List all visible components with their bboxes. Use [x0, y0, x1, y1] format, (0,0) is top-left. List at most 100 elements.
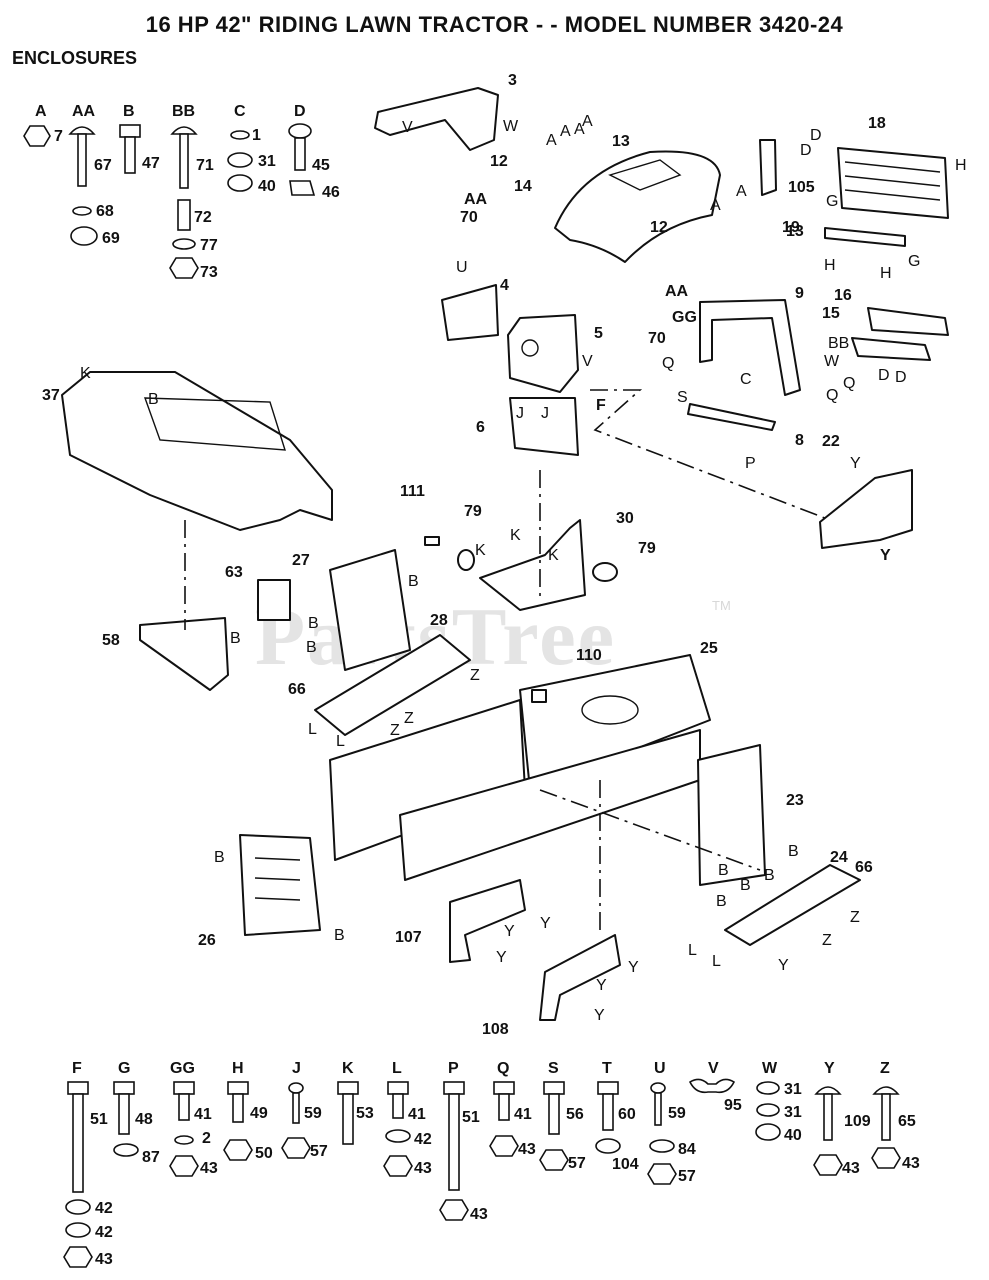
part-callouts: 3 4 5 6 8 9 12 12 13 13 14 15 16 18 19 2…	[42, 72, 886, 1038]
part-58-bracket	[139, 617, 229, 691]
callout-25: 25	[700, 640, 718, 657]
letter-label: K	[80, 365, 91, 382]
letter-label: Y	[496, 949, 507, 966]
letter-label: B	[334, 927, 345, 944]
letter-label: B	[148, 391, 159, 408]
letter-label: A	[710, 197, 721, 214]
hw-part-57: 57	[568, 1155, 586, 1172]
screw-head-icon	[650, 1082, 666, 1094]
hex-bolt-head-icon	[113, 1081, 135, 1095]
bolt-shank-icon	[124, 136, 136, 174]
callout-22: 22	[822, 433, 840, 450]
letter-label: B	[716, 893, 727, 910]
washer-icon	[595, 1138, 621, 1154]
callout-105: 105	[788, 179, 815, 196]
letter-label: GG	[672, 309, 697, 326]
guide-line	[590, 389, 831, 521]
hw-part-87: 87	[142, 1149, 160, 1166]
hw-part-51: 51	[462, 1109, 480, 1126]
letter-label: Z	[850, 909, 860, 926]
letter-label: D	[810, 127, 822, 144]
hw-key-T: T	[602, 1060, 612, 1077]
washer-icon	[385, 1129, 411, 1143]
washer-icon	[227, 152, 253, 168]
callout-111: 111	[400, 483, 425, 500]
part-15-bracket	[851, 337, 931, 361]
hex-bolt-head-icon	[543, 1081, 565, 1095]
grille-slats	[844, 161, 941, 201]
hw-part-43: 43	[95, 1251, 113, 1268]
hw-part-73: 73	[200, 264, 218, 281]
bolt-shank-icon	[72, 1093, 84, 1193]
letter-label: D	[800, 142, 812, 159]
callout-19: 19	[782, 219, 800, 236]
hw-key-F: F	[72, 1060, 82, 1077]
hw-part-7: 7	[54, 128, 63, 145]
part-25-frame-top	[519, 654, 711, 791]
bolt-shank-icon	[178, 1093, 190, 1121]
hw-part-95: 95	[724, 1097, 742, 1114]
callout-12: 12	[650, 219, 668, 236]
letter-label: H	[880, 265, 892, 282]
letter-label: H	[955, 157, 967, 174]
callout-12: 12	[490, 153, 508, 170]
hex-nut-icon	[647, 1163, 677, 1185]
hardware-letter-labels: V W A A A A A A AA AA U V F GG Q Q C Q S…	[80, 113, 967, 1024]
hex-nut-icon	[813, 1154, 843, 1176]
callout-28: 28	[430, 612, 448, 629]
callout-66: 66	[288, 681, 306, 698]
hex-nut-icon	[23, 125, 51, 147]
bolt-shank-icon	[342, 1093, 354, 1145]
letter-label: Z	[404, 710, 414, 727]
bolt-shank-icon	[548, 1093, 560, 1135]
letter-label: B	[408, 573, 419, 590]
diagram-title: 16 HP 42" RIDING LAWN TRACTOR - - MODEL …	[145, 12, 844, 37]
hw-part-1: 1	[252, 127, 261, 144]
hex-nut-icon	[63, 1246, 93, 1268]
hw-key-GG: GG	[170, 1060, 195, 1077]
bolt-shank-icon	[881, 1093, 891, 1141]
hw-part-65: 65	[898, 1113, 916, 1130]
hex-nut-icon	[383, 1155, 413, 1177]
letter-label: L	[308, 721, 317, 738]
hw-part-69: 69	[102, 230, 120, 247]
hw-key-B: B	[123, 103, 135, 120]
section-heading: ENCLOSURES	[12, 48, 138, 68]
callout-3: 3	[508, 72, 517, 89]
hw-part-51: 51	[90, 1111, 108, 1128]
bolt-shank-icon	[118, 1093, 130, 1135]
hw-part-41: 41	[194, 1106, 212, 1123]
hw-part-53: 53	[356, 1105, 374, 1122]
hex-nut-icon	[169, 1155, 199, 1177]
letter-label: W	[503, 118, 519, 135]
hw-key-L: L	[392, 1060, 402, 1077]
washer-icon	[756, 1081, 780, 1095]
hw-part-68: 68	[96, 203, 114, 220]
bolt-shank-icon	[823, 1093, 833, 1141]
letter-label: Y	[778, 957, 789, 974]
hex-bolt-head-icon	[597, 1081, 619, 1095]
callout-8: 8	[795, 432, 804, 449]
letter-label: K	[475, 542, 486, 559]
hw-key-Y: Y	[824, 1060, 835, 1077]
callout-24: 24	[830, 849, 848, 866]
hw-part-45: 45	[312, 157, 330, 174]
bolt-shank-icon	[498, 1093, 510, 1121]
letter-label: Y	[540, 915, 551, 932]
part-110-plug	[531, 689, 547, 703]
part-19-bar	[824, 227, 906, 247]
hex-bolt-head-icon	[337, 1081, 359, 1095]
assembly-guide-lines	[184, 389, 831, 930]
part-107-bracket	[449, 879, 526, 963]
callout-16: 16	[834, 287, 852, 304]
bolt-shank-icon	[392, 1093, 404, 1119]
letter-label: L	[336, 733, 345, 750]
letter-label: AA	[665, 283, 689, 300]
carriage-bolt-head-icon	[68, 126, 96, 135]
hw-key-S: S	[548, 1060, 559, 1077]
letter-label: U	[456, 259, 468, 276]
screw-shank-icon	[292, 1092, 300, 1124]
letter-label: Y	[596, 977, 607, 994]
carriage-bolt-head-icon	[872, 1086, 900, 1095]
